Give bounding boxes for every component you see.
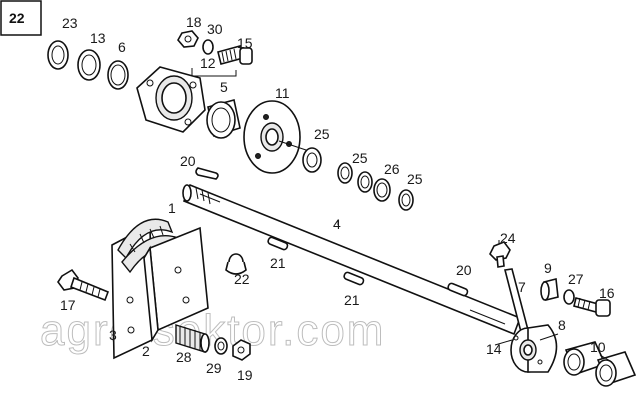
callout-26: 26: [384, 161, 400, 177]
callout-19: 19: [237, 367, 253, 383]
callout-1: 1: [168, 200, 176, 216]
bolt-16: [573, 297, 611, 317]
watermark: agro-sektor.com: [40, 306, 385, 355]
callout-29: 29: [206, 360, 222, 376]
callout-14: 14: [486, 341, 502, 357]
washer-27: [563, 289, 575, 305]
callout-4: 4: [333, 216, 341, 232]
callout-23: 23: [62, 15, 78, 31]
callout-24: 24: [500, 230, 516, 246]
callout-7: 7: [518, 279, 526, 295]
callout-25-b: 25: [352, 150, 368, 166]
callout-16: 16: [599, 285, 615, 301]
key-20-top: [195, 167, 219, 180]
callout-18: 18: [186, 14, 202, 30]
callout-20-top: 20: [180, 153, 196, 169]
nut-18: [177, 30, 199, 48]
callout-labels: 23 13 6 18 30 15 12 5 11 25 20 25 26 25 …: [60, 14, 615, 383]
callout-12: 12: [200, 55, 216, 71]
bracket-plate-2: [143, 226, 209, 343]
callout-21-a: 21: [270, 255, 286, 271]
callout-20-bottom: 20: [456, 262, 472, 278]
hub-8: [510, 324, 558, 373]
callout-27: 27: [568, 271, 584, 287]
callout-21-b: 21: [344, 292, 360, 308]
snap-ring-25-d: [398, 189, 414, 211]
callout-11: 11: [275, 85, 290, 101]
shim-ring-25-b: [337, 162, 353, 184]
bearing-housing-12: [136, 66, 206, 133]
bushing-10-a: [563, 341, 607, 376]
retaining-ring-6: [107, 60, 129, 90]
callout-2: 2: [142, 343, 150, 359]
page-number: 22: [9, 10, 25, 26]
key-20-bottom: [447, 282, 469, 297]
pin-9: [540, 278, 559, 301]
callout-28: 28: [176, 349, 192, 365]
key-21-b: [343, 271, 365, 286]
key-21-a: [267, 236, 289, 251]
callout-13: 13: [90, 30, 106, 46]
callout-15: 15: [237, 35, 253, 51]
callout-17: 17: [60, 297, 76, 313]
shim-ring-26: [373, 178, 391, 202]
page-number-box: 22: [0, 0, 42, 36]
washer-30: [202, 39, 214, 55]
bolt-15: [217, 45, 253, 65]
nut-19: [232, 339, 251, 361]
callout-6: 6: [118, 39, 126, 55]
callout-25-a: 25: [314, 126, 330, 142]
shim-ring-25-a: [302, 147, 322, 173]
flange-disc-11: [243, 100, 313, 174]
grease-nipple-24: [489, 241, 511, 268]
callout-22: 22: [234, 271, 250, 287]
callout-3: 3: [109, 327, 117, 343]
callout-8: 8: [558, 317, 566, 333]
snap-ring-23: [47, 40, 69, 70]
callout-9: 9: [544, 260, 552, 276]
spring-28: [175, 324, 210, 353]
plug-22: [225, 253, 247, 275]
shim-ring-13: [77, 49, 101, 81]
bolt-17: [57, 268, 110, 302]
callout-5: 5: [220, 79, 228, 95]
shim-ring-25-c: [357, 171, 373, 193]
washer-29: [214, 337, 228, 355]
bushing-10-b: [595, 351, 637, 387]
callout-25-c: 25: [407, 171, 423, 187]
callout-30: 30: [207, 21, 223, 37]
leader-lines: [191, 68, 613, 363]
callout-10: 10: [590, 339, 606, 355]
main-shaft-4: [182, 183, 522, 336]
bushing-5: [206, 99, 241, 139]
